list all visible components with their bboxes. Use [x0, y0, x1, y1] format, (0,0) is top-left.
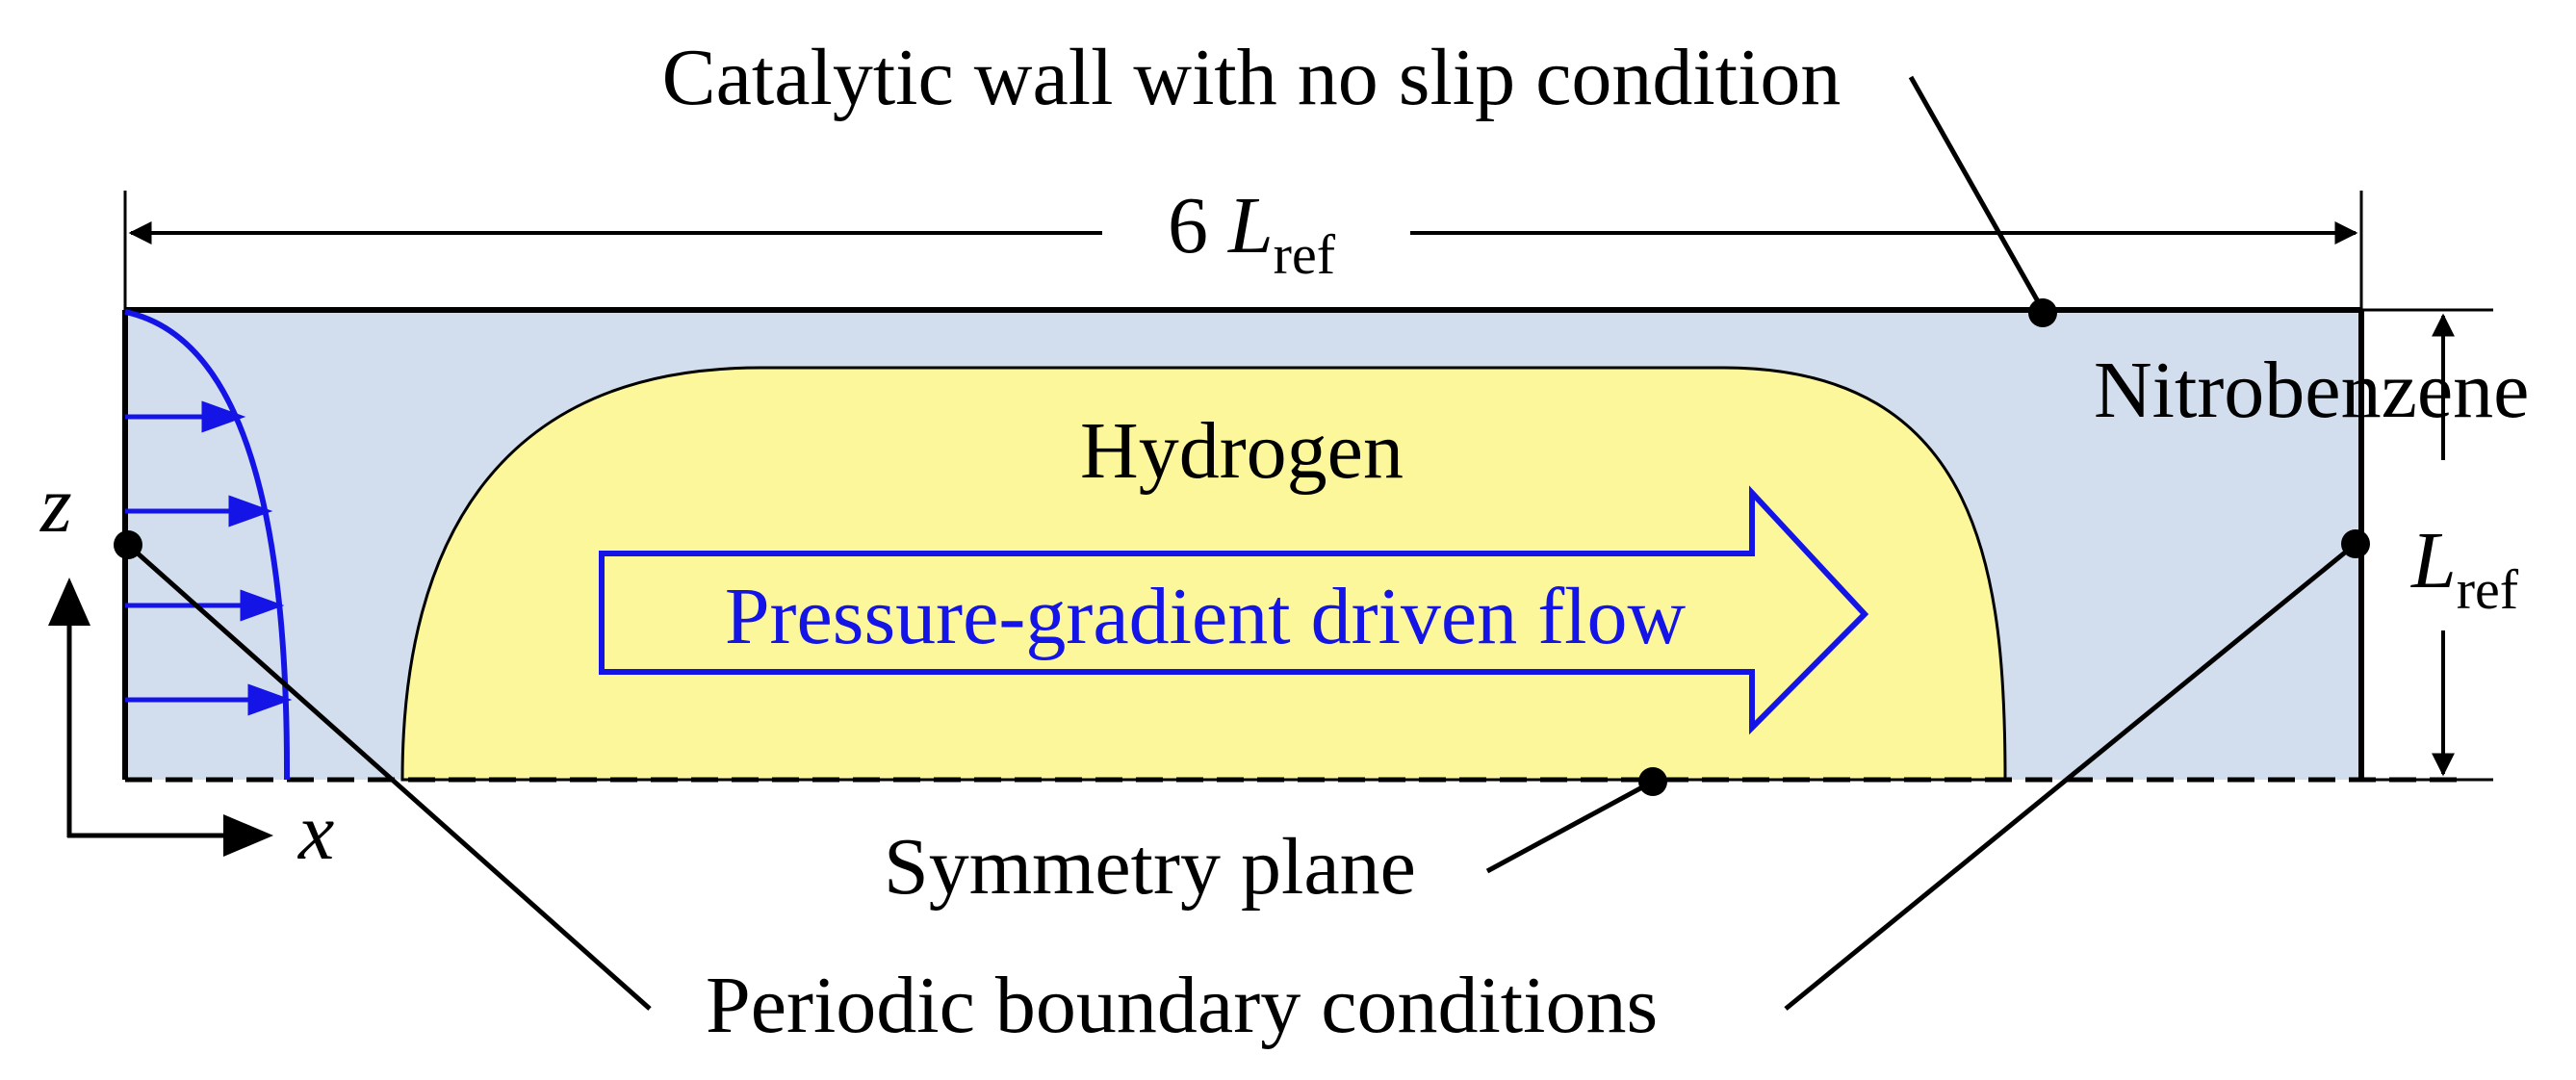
z-axis-label: z	[39, 460, 72, 550]
periodic-bc-marker-right	[2341, 529, 2370, 558]
periodic-bc-leader-left	[126, 543, 652, 1011]
x-axis-arrowhead-icon	[223, 814, 273, 857]
catalytic-wall-label: Catalytic wall with no slip condition	[662, 33, 1842, 122]
symmetry-plane-marker	[1638, 767, 1667, 796]
hydrogen-label: Hydrogen	[1080, 406, 1404, 496]
periodic-bc-leader-right	[1784, 542, 2357, 1011]
length-dimension-label: 6 Lref	[1168, 181, 1336, 286]
symmetry-plane-label: Symmetry plane	[884, 822, 1416, 912]
hydrogen-bubble	[400, 366, 2007, 782]
periodic-bc-label: Periodic boundary conditions	[706, 961, 1658, 1050]
height-dimension-label: Lref	[2410, 516, 2519, 621]
catalytic-wall-marker	[2028, 298, 2057, 327]
periodic-bc-marker-left	[114, 530, 142, 559]
x-axis-label: x	[296, 787, 334, 877]
z-axis-arrowhead-icon	[48, 578, 90, 626]
flow-arrow-icon	[599, 485, 1869, 735]
nitrobenzene-label: Nitrobenzene	[2094, 346, 2529, 435]
velocity-profile-curve	[124, 309, 291, 781]
symmetry-plane-leader	[1485, 779, 1655, 874]
flow-label: Pressure-gradient driven flow	[725, 572, 1687, 661]
velocity-profile-arrows	[125, 400, 293, 716]
catalytic-wall-leader	[1908, 75, 2046, 312]
